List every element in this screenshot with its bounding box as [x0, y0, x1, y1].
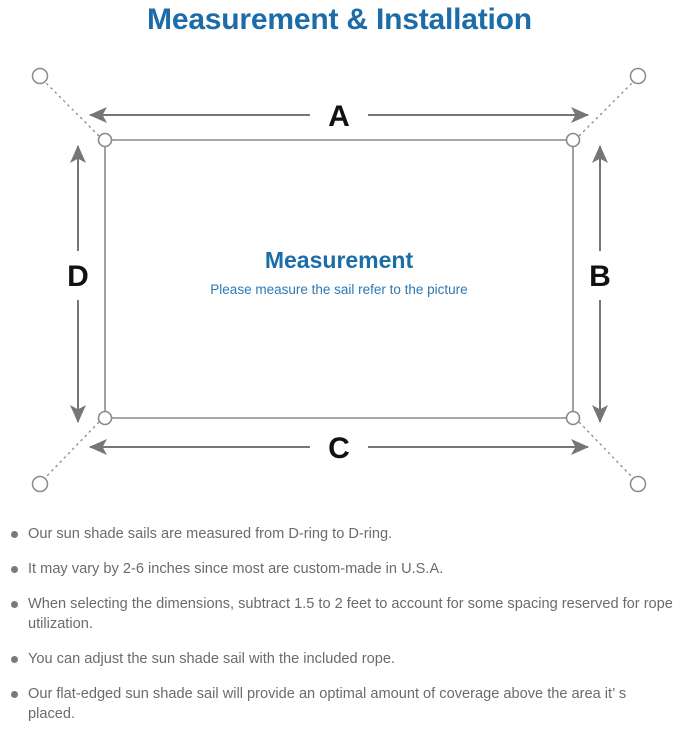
rope-line-bottom-right [578, 421, 634, 479]
d-ring-icon-bottom-left [97, 410, 113, 426]
list-item: Our flat-edged sun shade sail will provi… [0, 684, 679, 724]
dimension-arrow-b: B [589, 145, 611, 423]
anchor-ring-icon-top-left [31, 67, 49, 85]
note-text: When selecting the dimensions, subtract … [28, 596, 673, 632]
note-text: It may vary by 2-6 inches since most are… [28, 561, 444, 577]
list-item: You can adjust the sun shade sail with t… [0, 649, 679, 669]
dimension-label-c: C [328, 432, 350, 465]
list-item: It may vary by 2-6 inches since most are… [0, 559, 679, 579]
bullet-icon [11, 531, 18, 538]
d-ring-icon-bottom-right [565, 410, 581, 426]
d-ring-icon-top-left [97, 132, 113, 148]
anchor-ring-icon-top-right [629, 67, 647, 85]
note-text: Our flat-edged sun shade sail will provi… [28, 686, 627, 722]
note-text: Our sun shade sails are measured from D-… [28, 526, 393, 542]
page-title: Measurement & Installation [147, 3, 532, 36]
rope-line-bottom-left [44, 421, 100, 479]
dimension-label-d: D [67, 260, 89, 293]
anchor-ring-icon-bottom-right [629, 475, 647, 493]
list-item: Our sun shade sails are measured from D-… [0, 524, 679, 544]
diagram-container: Measurement Please measure the sail refe… [0, 44, 679, 514]
bullet-icon [11, 601, 18, 608]
rope-line-top-right [578, 81, 634, 137]
sail-center-heading: Measurement [265, 247, 414, 273]
shade-sail-measurement-diagram: Measurement Please measure the sail refe… [31, 67, 647, 493]
sail-center-subtext: Please measure the sail refer to the pic… [210, 282, 467, 297]
anchor-ring-icon-bottom-left [31, 475, 49, 493]
dimension-arrow-a: A [89, 100, 589, 133]
notes-list: Our sun shade sails are measured from D-… [0, 524, 679, 739]
dimension-label-b: B [589, 260, 611, 293]
bullet-icon [11, 566, 18, 573]
d-ring-icon-top-right [565, 132, 581, 148]
sail-shape [104, 139, 574, 419]
dimension-arrow-c: C [89, 432, 589, 465]
note-text: You can adjust the sun shade sail with t… [28, 651, 395, 667]
bullet-icon [11, 691, 18, 698]
dimension-arrow-d: D [67, 145, 89, 423]
list-item: When selecting the dimensions, subtract … [0, 594, 679, 634]
dimension-label-a: A [328, 100, 350, 133]
bullet-icon [11, 656, 18, 663]
rope-line-top-left [44, 81, 100, 137]
